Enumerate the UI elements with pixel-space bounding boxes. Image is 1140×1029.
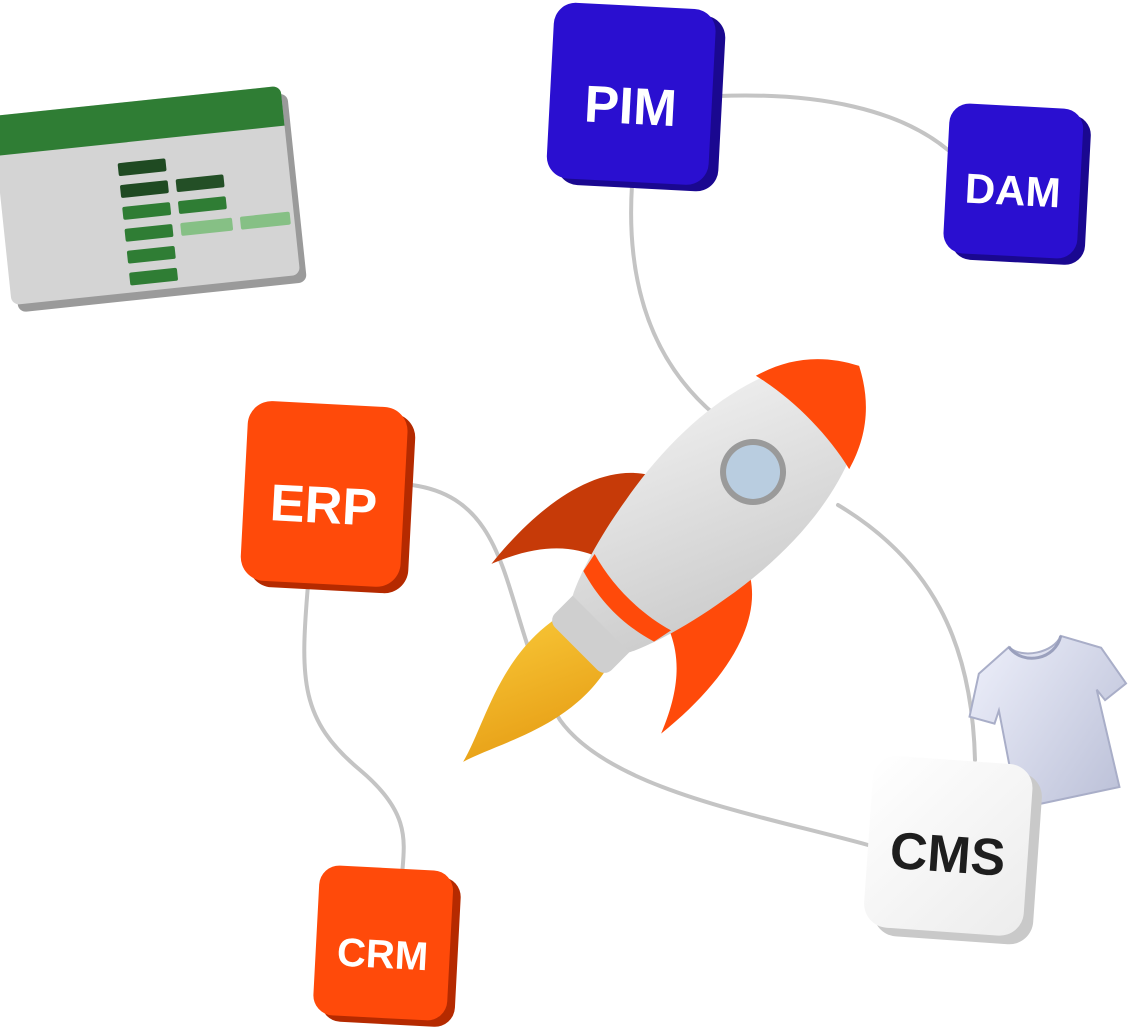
pim-node[interactable]: PIM <box>545 2 726 193</box>
cms-node[interactable]: CMS <box>862 754 1044 945</box>
erp-node[interactable]: ERP <box>239 400 417 595</box>
connectors <box>302 93 977 877</box>
dam-label: DAM <box>964 165 1062 217</box>
rocket-fin-left <box>491 472 662 564</box>
erp-cms-connector <box>410 483 870 847</box>
rocket-fin-right <box>661 563 753 734</box>
pim-rocket-connector <box>629 183 717 417</box>
cms-label: CMS <box>888 822 1007 888</box>
pim-label: PIM <box>583 75 678 138</box>
rocket-nose <box>755 359 866 470</box>
dam-node[interactable]: DAM <box>942 103 1092 266</box>
erp-crm-connector <box>302 583 406 877</box>
rocket-body <box>572 361 864 653</box>
spreadsheet-icon <box>0 86 307 312</box>
crm-label: CRM <box>336 931 429 980</box>
crm-node[interactable]: CRM <box>312 865 462 1028</box>
rocket-icon <box>463 359 866 762</box>
rocket-flame <box>463 616 609 762</box>
rocket-cms-connector <box>836 503 977 762</box>
pim-dam-connector <box>716 93 950 152</box>
erp-label: ERP <box>269 474 379 538</box>
